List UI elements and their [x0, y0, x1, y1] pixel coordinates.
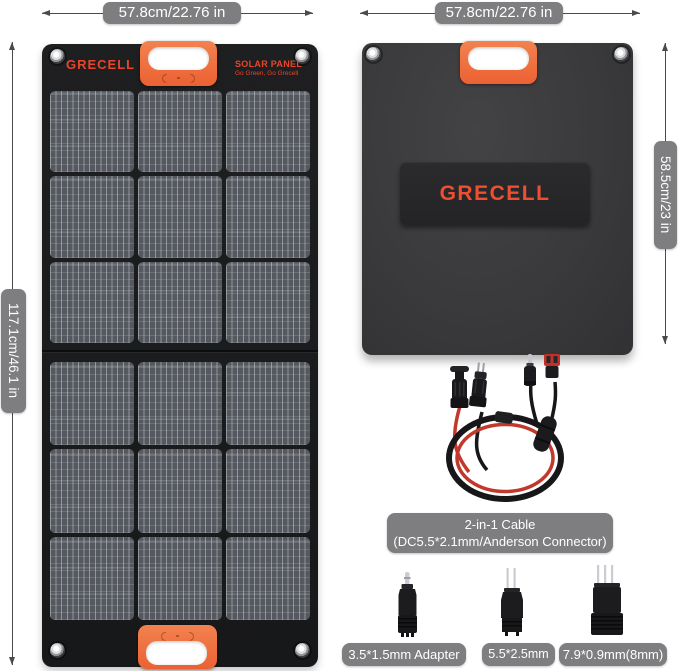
front-width-label: 57.8cm/22.76 in	[103, 2, 241, 24]
arrowhead-up-icon	[662, 43, 668, 51]
back-height-label: 58.5cm/23 in	[654, 141, 677, 249]
eyelet-grommet-icon	[614, 47, 629, 62]
carry-handle-top	[140, 41, 217, 86]
handle-embossing	[140, 73, 217, 83]
eyelet-grommet-icon	[50, 643, 65, 658]
arrowhead-right-icon	[305, 9, 313, 16]
arrowhead-left-icon	[360, 9, 368, 16]
carry-handle	[460, 41, 537, 84]
solar-cell	[226, 362, 310, 446]
solar-cell	[226, 449, 310, 533]
arrowhead-up-icon	[9, 42, 15, 50]
solar-cell	[138, 176, 222, 258]
mc4-connector-icon	[450, 366, 469, 408]
eyelet-grommet-icon	[366, 47, 381, 62]
handle-grip-slot	[146, 641, 207, 665]
solar-cell	[138, 362, 222, 446]
solar-cell	[50, 536, 134, 620]
adapter-label: 7.9*0.9mm(8mm)	[559, 643, 667, 666]
arrowhead-down-icon	[9, 657, 15, 665]
solar-cell	[50, 176, 134, 258]
dc-plug-icon	[524, 354, 536, 386]
solar-cell	[226, 261, 310, 343]
adapter-label: 3.5*1.5mm Adapter	[342, 643, 466, 666]
y-splitter	[533, 416, 557, 452]
dot-mark-icon	[177, 76, 180, 80]
solar-cell	[138, 449, 222, 533]
back-pocket: GRECELL	[400, 162, 590, 225]
solar-cell	[138, 91, 222, 173]
solar-cell-grid-upper	[50, 91, 310, 343]
anderson-connector-icon	[544, 354, 560, 378]
arrowhead-down-icon	[662, 336, 668, 344]
cable-illustration	[446, 354, 564, 502]
fold-crease	[42, 350, 318, 352]
cable-name: 2-in-1 Cable	[464, 517, 536, 532]
arc-mark-icon	[161, 631, 166, 641]
adapter-7-9x0-9-icon	[591, 565, 623, 635]
solar-cell-grid-lower	[50, 362, 310, 620]
dc-wire	[528, 381, 539, 425]
arc-mark-icon	[162, 73, 167, 83]
solar-cell	[138, 536, 222, 620]
solar-panel-folded-back-view: GRECELL	[362, 41, 633, 355]
cable-spec: (DC5.5*2.1mm/Anderson Connector)	[393, 534, 607, 549]
adapter-3-5x1-5-icon	[398, 572, 417, 637]
brand-logo: GRECELL	[439, 181, 551, 205]
front-height-label: 117.1cm/46.1 in	[1, 289, 26, 413]
solar-cell	[138, 261, 222, 343]
back-width-label: 57.8cm/22.76 in	[435, 2, 563, 24]
solar-cell	[50, 449, 134, 533]
solar-cell	[50, 362, 134, 446]
adapter-5-5x2-5-icon	[501, 568, 523, 636]
arrowhead-left-icon	[42, 9, 50, 16]
solar-cell	[226, 176, 310, 258]
handle-embossing	[138, 631, 217, 641]
dot-mark-icon	[176, 634, 179, 638]
adapter-label: 5.5*2.5mm	[482, 643, 555, 666]
arrowhead-right-icon	[632, 9, 640, 16]
handle-grip-slot	[148, 47, 209, 70]
product-title: SOLAR PANEL	[235, 59, 303, 69]
solar-panel-front-view: GRECELL SOLAR PANEL Go Green, Go Grecell	[42, 41, 318, 669]
carry-handle-bottom	[138, 625, 217, 669]
cable-label: 2-in-1 Cable (DC5.5*2.1mm/Anderson Conne…	[387, 513, 613, 553]
coiled-cable-inner	[455, 422, 555, 494]
arc-mark-icon	[190, 73, 195, 83]
anderson-wire	[549, 381, 558, 423]
eyelet-grommet-icon	[50, 49, 65, 64]
handle-grip-slot	[468, 47, 529, 70]
eyelet-grommet-icon	[295, 49, 310, 64]
solar-cell	[226, 536, 310, 620]
product-tagline: Go Green, Go Grecell	[235, 70, 299, 77]
brand-logo: GRECELL	[66, 57, 136, 72]
solar-cell	[50, 261, 134, 343]
solar-cell	[226, 91, 310, 173]
mc4-connector-icon	[469, 362, 487, 408]
arc-mark-icon	[189, 631, 194, 641]
cable-tie	[494, 411, 514, 424]
eyelet-grommet-icon	[295, 643, 310, 658]
solar-cell	[50, 91, 134, 173]
